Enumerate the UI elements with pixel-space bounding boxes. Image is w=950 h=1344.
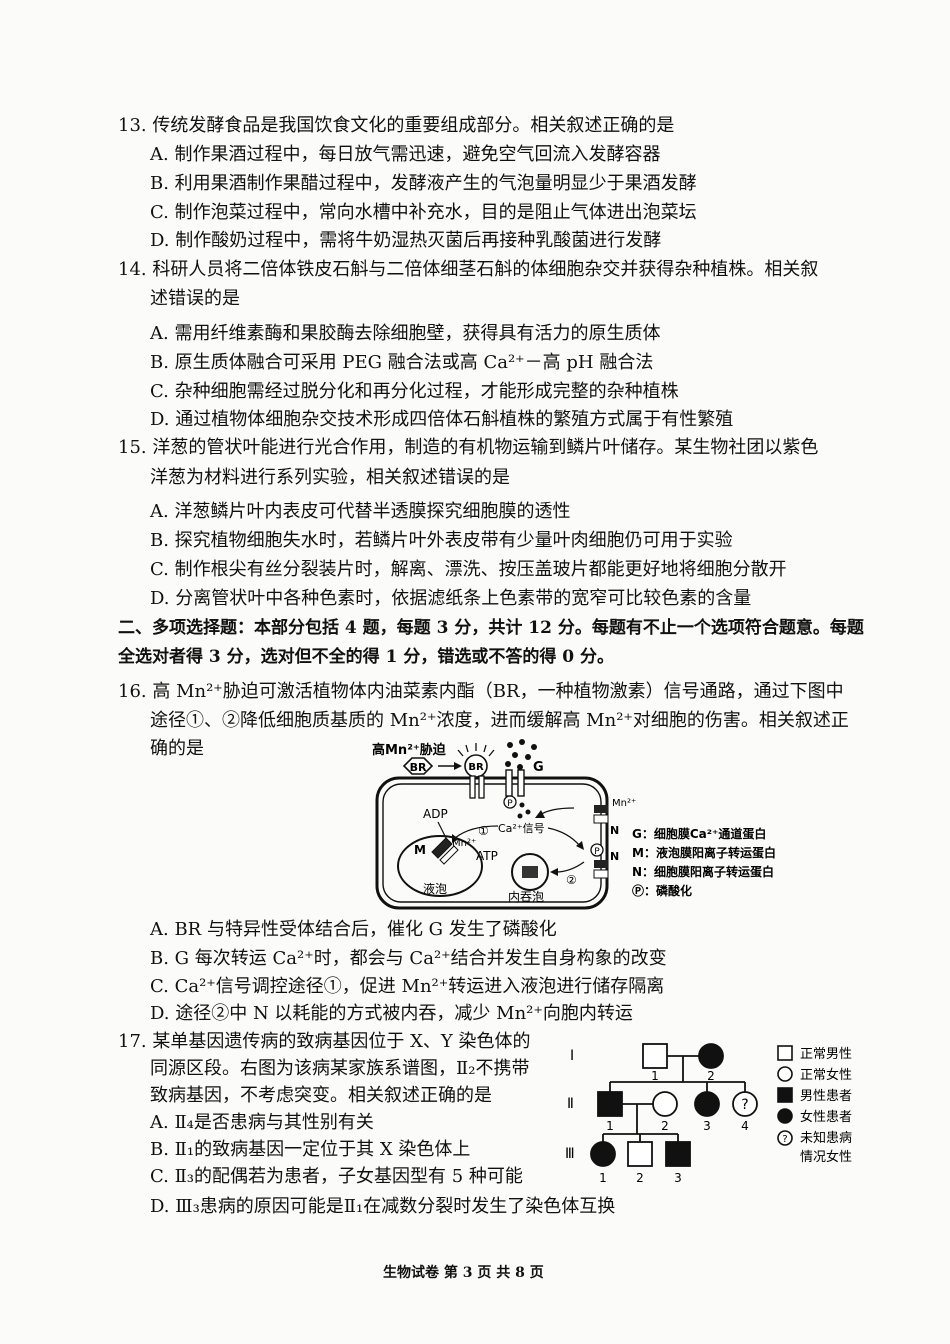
g1-label-1: 1: [651, 1069, 659, 1083]
q13-stem: 13. 传统发酵食品是我国饮食文化的重要组成部分。相关叙述正确的是: [118, 115, 675, 136]
q17-stem-line2: 同源区段。右图为该病某家族系谱图，Ⅱ₂不携带: [150, 1058, 530, 1079]
m-transporter: [431, 837, 459, 865]
page-footer: 生物试卷 第 3 页 共 8 页: [383, 1265, 544, 1281]
legend-n: N：细胞膜阳离子转运蛋白: [632, 864, 774, 879]
ca-particles: [517, 802, 531, 819]
q17-stem-line3: 致病基因，不考虑突变。相关叙述正确的是: [150, 1085, 492, 1106]
path1-label: ①: [478, 824, 489, 838]
q13-option-b: B. 利用果酒制作果醋过程中，发酵液产生的气泡量明显少于果酒发酵: [150, 173, 697, 194]
n-label-bottom: N: [610, 850, 619, 863]
q17-option-a: A. Ⅱ₄是否患病与其性别有关: [150, 1112, 374, 1133]
gen3-label: Ⅲ: [565, 1146, 575, 1162]
g2-label-3: 3: [703, 1119, 711, 1133]
g3-label-2: 2: [636, 1171, 644, 1185]
q13-option-a: A. 制作果酒过程中，每日放气需迅速，避免空气回流入发酵容器: [150, 144, 661, 165]
q16-option-d: D. 途径②中 N 以耗能的方式被内吞，减少 Mn²⁺向胞内转运: [150, 1003, 633, 1024]
svg-text:BR: BR: [468, 762, 484, 773]
q16-stem-line3: 确的是: [150, 738, 204, 759]
svg-text:内吞泡: 内吞泡: [508, 890, 544, 904]
mn-inner-label: Mn²⁺: [452, 838, 476, 849]
legend-affected-male: 男性患者: [800, 1089, 852, 1104]
legend-g: G：细胞膜Ca²⁺通道蛋白: [632, 826, 766, 841]
section2-line1: 二、多项选择题：本部分包括 4 题，每题 3 分，共计 12 分。每题有不止一个…: [118, 618, 864, 638]
g2-label-2: 2: [661, 1119, 669, 1133]
path2-label: ②: [566, 873, 577, 887]
phosphorylation-mark-n: P: [590, 843, 604, 857]
g2-label-1: 1: [606, 1119, 614, 1133]
vacuole: 液泡: [397, 835, 483, 897]
mn-particles-outside: [505, 739, 537, 770]
br-hexagon: BR: [402, 757, 434, 775]
g3-label-1: 1: [599, 1171, 607, 1185]
legend-unknown-line2: 情况女性: [800, 1149, 852, 1165]
q15-option-c: C. 制作根尖有丝分裂装片时，解离、漂洗、按压盖玻片都能更好地将细胞分散开: [150, 559, 787, 580]
q17-stem-line1: 17. 某单基因遗传病的致病基因位于 X、Y 染色体的: [118, 1031, 531, 1052]
unknown-mark: ?: [741, 1097, 748, 1113]
g1-label-2: 2: [707, 1069, 715, 1083]
q16-option-c: C. Ca²⁺信号调控途径①，促进 Mn²⁺转运进入液泡进行储存隔离: [150, 976, 665, 997]
legend-affected-female: 女性患者: [800, 1109, 852, 1125]
mn-outer-label: Mn²⁺: [612, 798, 636, 809]
br-receptor: BR: [457, 743, 495, 778]
n-label-top: N: [610, 824, 619, 837]
q15-stem-line2: 洋葱为材料进行系列实验，相关叙述错误的是: [150, 467, 510, 488]
svg-text:液泡: 液泡: [423, 881, 447, 896]
q13-option-d: D. 制作酸奶过程中，需将牛奶湿热灭菌后再接种乳酸菌进行发酵: [150, 230, 662, 251]
q17-option-d: D. Ⅲ₃患病的原因可能是Ⅱ₁在减数分裂时发生了染色体互换: [150, 1196, 616, 1217]
q16-stem-line1: 16. 高 Mn²⁺胁迫可激活植物体内油菜素内酯（BR，一种植物激素）信号通路，…: [118, 681, 844, 702]
m-label: M: [414, 843, 426, 857]
q16-option-b: B. G 每次转运 Ca²⁺时，都会与 Ca²⁺结合并发生自身构象的改变: [150, 948, 667, 969]
gen2-label: Ⅱ: [567, 1096, 574, 1112]
section2-line2: 全选对者得 3 分，选对但不全的得 1 分，错选或不答的得 0 分。: [118, 647, 614, 667]
svg-text:P: P: [594, 847, 600, 857]
ca-signal-label: Ca²⁺信号: [498, 822, 545, 835]
g-channel: [505, 769, 525, 797]
q15-stem-line1: 15. 洋葱的管状叶能进行光合作用，制造的有机物运输到鳞片叶储存。某生物社团以紫…: [118, 437, 819, 458]
q15-option-a: A. 洋葱鳞片叶内表皮可代替半透膜探究细胞膜的透性: [150, 501, 571, 522]
q14-option-d: D. 通过植物体细胞杂交技术形成四倍体石斛植株的繁殖方式属于有性繁殖: [150, 409, 734, 430]
legend-unknown-mark: ?: [782, 1134, 787, 1145]
q16-option-a: A. BR 与特异性受体结合后，催化 G 发生了磷酸化: [150, 919, 557, 940]
q14-stem-line1: 14. 科研人员将二倍体铁皮石斛与二倍体细茎石斛的体细胞杂交并获得杂种植株。相关…: [118, 259, 819, 280]
n-transporter-top: [593, 805, 609, 824]
legend-normal-male: 正常男性: [800, 1047, 852, 1062]
adp-label: ADP: [423, 807, 448, 821]
q14-option-c: C. 杂种细胞需经过脱分化和再分化过程，才能形成完整的杂种植株: [150, 381, 679, 402]
endosome: 内吞泡: [508, 853, 549, 904]
legend-unknown-line1: 未知患病: [800, 1130, 852, 1146]
q16-stem-line2: 途径①、②降低细胞质基质的 Mn²⁺浓度，进而缓解高 Mn²⁺对细胞的伤害。相关…: [150, 710, 849, 731]
pedigree-legend: [777, 1045, 793, 1146]
stress-label: 高Mn²⁺胁迫: [372, 742, 447, 758]
q17-option-b: B. Ⅱ₁的致病基因一定位于其 X 染色体上: [150, 1139, 471, 1160]
legend-m: M：液泡膜阳离子转运蛋白: [632, 845, 776, 860]
gen1-label: Ⅰ: [570, 1048, 574, 1064]
svg-text:P: P: [507, 799, 513, 809]
q15-option-b: B. 探究植物细胞失水时，若鳞片叶外表皮带有少量叶肉细胞仍可用于实验: [150, 530, 733, 551]
n-transporter-bottom: [593, 860, 609, 879]
svg-text:BR: BR: [410, 761, 427, 774]
pedigree-chart: [590, 1043, 758, 1167]
legend-p: Ⓟ：磷酸化: [632, 883, 692, 898]
q14-stem-line2: 述错误的是: [150, 288, 240, 309]
legend-normal-female: 正常女性: [800, 1067, 852, 1083]
g3-label-3: 3: [674, 1171, 682, 1185]
q14-option-a: A. 需用纤维素酶和果胶酶去除细胞壁，获得具有活力的原生质体: [150, 323, 661, 344]
q13-option-c: C. 制作泡菜过程中，常向水槽中补充水，目的是阻止气体进出泡菜坛: [150, 202, 697, 223]
q14-option-b: B. 原生质体融合可采用 PEG 融合法或高 Ca²⁺－高 pH 融合法: [150, 352, 654, 373]
phosphorylation-mark-g: P: [503, 795, 517, 809]
q15-option-d: D. 分离管状叶中各种色素时，依据滤纸条上色素带的宽窄可比较色素的含量: [150, 588, 752, 609]
q17-option-c: C. Ⅱ₃的配偶若为患者，子女基因型有 5 种可能: [150, 1166, 523, 1187]
g2-label-4: 4: [741, 1119, 749, 1133]
g-label: G: [533, 760, 544, 775]
